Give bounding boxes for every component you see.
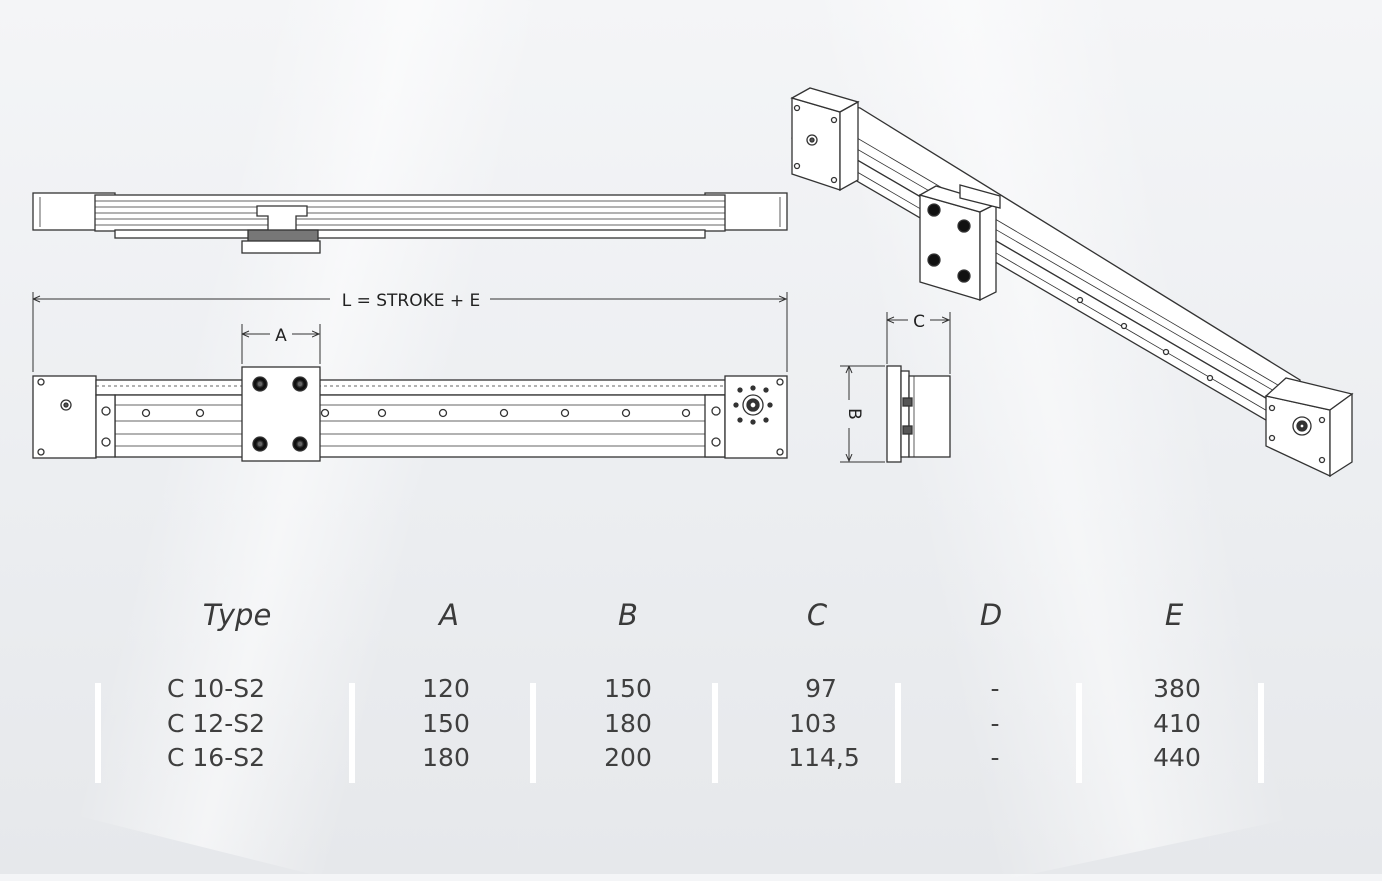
a-dimension-label: A (275, 326, 287, 346)
a-dimension (241, 324, 321, 364)
b-dimension (840, 365, 885, 463)
top-view (32, 192, 788, 254)
side-view (886, 365, 951, 463)
length-dimension (32, 292, 788, 372)
length-dimension-label: L = STROKE + E (342, 291, 481, 311)
c-dimension (886, 312, 951, 374)
front-view (32, 366, 788, 462)
isometric-view (790, 87, 1354, 478)
c-dimension-label: C (913, 312, 925, 332)
b-dimension-label: B (844, 408, 864, 420)
